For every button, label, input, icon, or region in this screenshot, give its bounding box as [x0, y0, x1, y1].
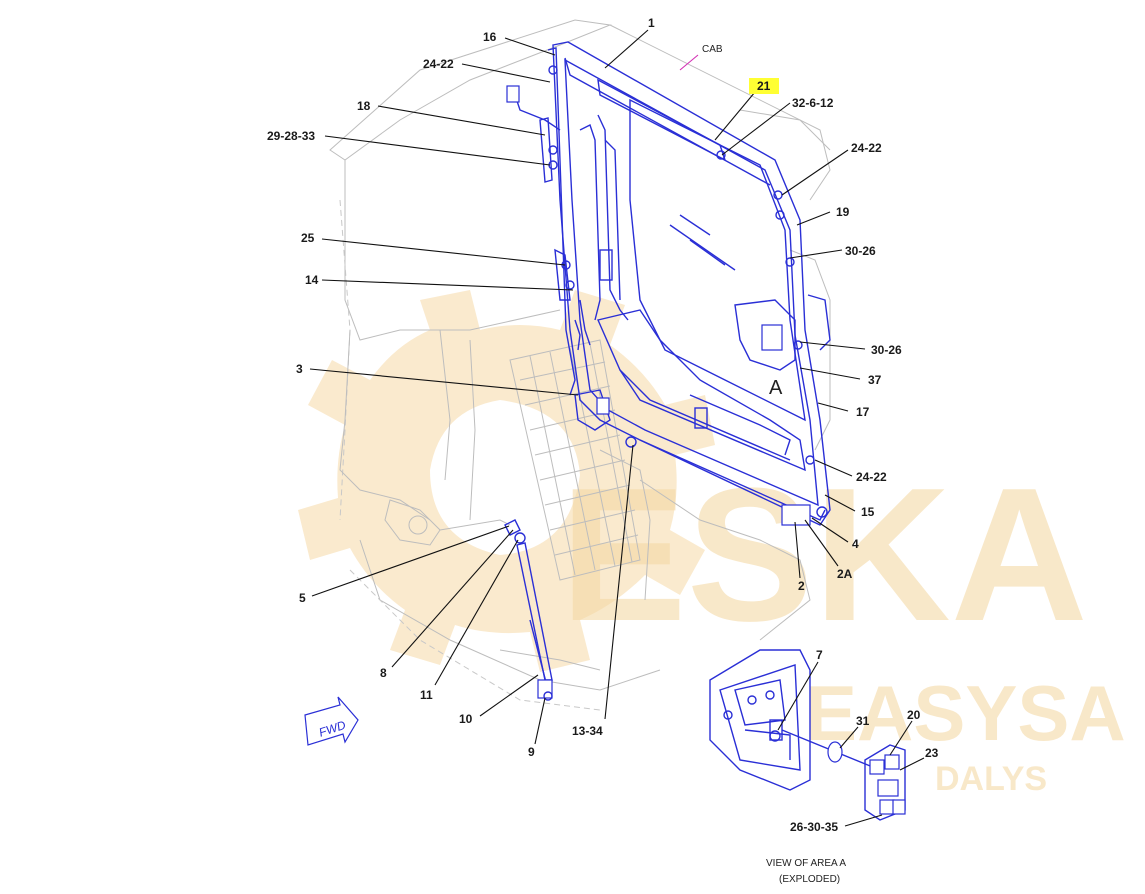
watermark: ESKA EASYSA DALYS — [298, 290, 1126, 798]
callout-13-34: 13-34 — [572, 724, 603, 738]
washer — [827, 741, 843, 763]
callout-3: 3 — [296, 362, 303, 376]
callout-labels: 1 16 24-22 18 29-28-33 25 14 3 21 32-6-1… — [267, 16, 939, 834]
callout-26-30-35: 26-30-35 — [790, 820, 838, 834]
callout-15: 15 — [861, 505, 875, 519]
leader-lines — [309, 29, 925, 827]
callout-17: 17 — [856, 405, 870, 419]
view-caption-line2: (EXPLODED) — [779, 874, 840, 885]
callout-24-22-low: 24-22 — [856, 470, 887, 484]
callout-20: 20 — [907, 708, 921, 722]
callout-1: 1 — [648, 16, 655, 30]
door-glass — [629, 98, 806, 422]
watermark-brand-sub: DALYS — [935, 760, 1047, 798]
watermark-gear-icon — [298, 290, 715, 672]
door-assembly — [506, 41, 831, 526]
area-a-marker: A — [769, 377, 783, 399]
view-caption-line1: VIEW OF AREA A — [766, 858, 846, 869]
callout-5: 5 — [299, 591, 306, 605]
watermark-brand-small: EASYSA — [805, 669, 1126, 757]
callout-7: 7 — [816, 648, 823, 662]
callout-30-26-a: 30-26 — [845, 244, 876, 258]
callout-2: 2 — [798, 579, 805, 593]
callout-11: 11 — [420, 688, 433, 702]
callout-21-highlight — [749, 78, 779, 94]
callout-24-22-top: 24-22 — [423, 57, 454, 71]
callout-23: 23 — [925, 746, 939, 760]
gas-strut — [504, 519, 553, 701]
callout-25: 25 — [301, 231, 315, 245]
callout-2A: 2A — [837, 567, 853, 581]
callout-18: 18 — [357, 99, 371, 113]
callout-24-22-right: 24-22 — [851, 141, 882, 155]
callout-31: 31 — [856, 714, 870, 728]
door-frame — [552, 41, 831, 526]
callout-19: 19 — [836, 205, 850, 219]
callout-9: 9 — [528, 745, 535, 759]
callout-21: 21 — [757, 79, 771, 93]
callout-32-6-12: 32-6-12 — [792, 96, 834, 110]
callout-30-26-b: 30-26 — [871, 343, 902, 357]
callout-14: 14 — [305, 273, 319, 287]
forward-arrow-icon: FWD — [304, 696, 359, 746]
callout-37: 37 — [868, 373, 882, 387]
cab-label: CAB — [702, 44, 723, 55]
callout-4: 4 — [852, 537, 859, 551]
callout-29-28-33: 29-28-33 — [267, 129, 315, 143]
callout-16: 16 — [483, 30, 497, 44]
callout-10: 10 — [459, 712, 473, 726]
callout-8: 8 — [380, 666, 387, 680]
door-stop-block — [781, 504, 811, 526]
floor-grid — [509, 339, 641, 581]
machine-outline — [329, 19, 831, 711]
exploded-view-area-a — [709, 649, 906, 821]
